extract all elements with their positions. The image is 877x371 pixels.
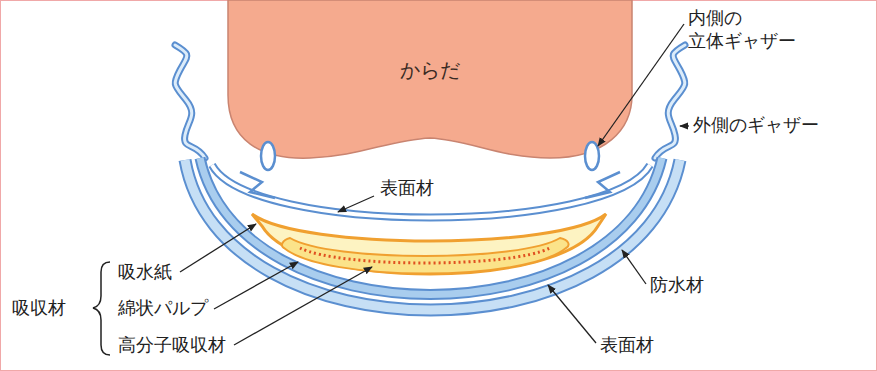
outer-gathers	[175, 45, 685, 158]
part-label: 吸水紙	[118, 260, 172, 283]
body-region: からだ	[396, 57, 464, 84]
outer-surface-layer	[185, 160, 680, 310]
part-label: 綿状パルプ	[118, 296, 208, 319]
part-label: 防水材	[650, 273, 704, 296]
waterproof-layer	[200, 158, 662, 295]
region-label: からだ	[396, 57, 464, 84]
leader-lines	[180, 24, 689, 345]
top-surface-layer	[212, 165, 650, 218]
body-shape	[228, 0, 632, 158]
part-label: 吸収材	[12, 296, 66, 319]
absorbent-paper	[252, 214, 606, 274]
bracket	[93, 262, 110, 355]
part-label: 高分子吸収材	[118, 333, 226, 356]
part-label: 表面材	[600, 333, 654, 356]
cotton-pulp	[282, 238, 568, 274]
part-label: 表面材	[378, 176, 436, 199]
part-label: 内側の 立体ギャザー	[688, 6, 818, 53]
polymer-absorbent	[300, 248, 550, 263]
part-label: 外側のギャザー	[693, 113, 819, 136]
